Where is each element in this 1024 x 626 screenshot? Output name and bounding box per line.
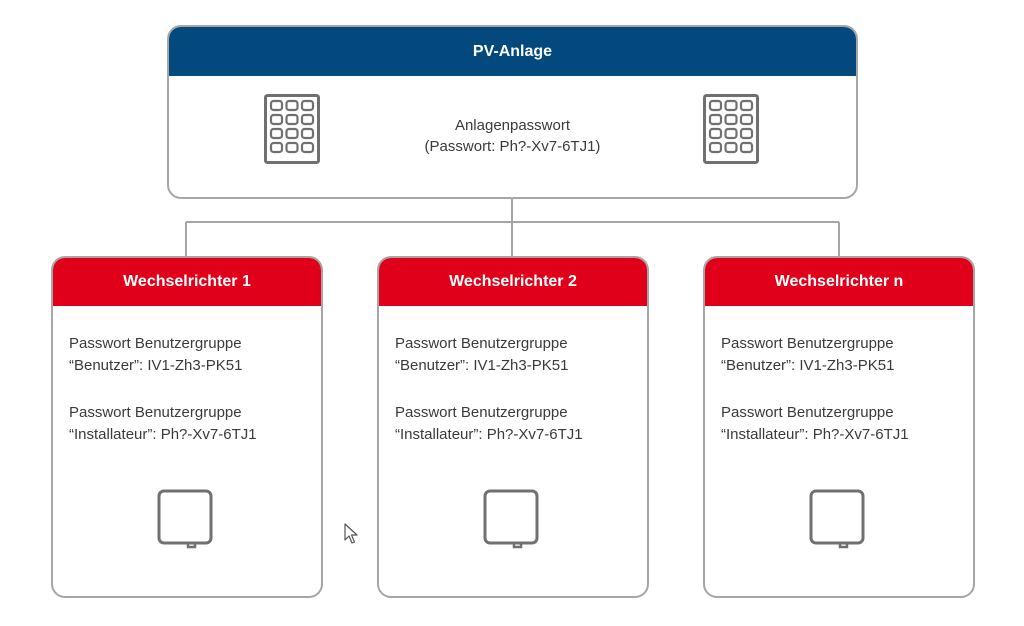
inverter-box-n: Wechselrichter n Passwort Benutzergruppe… <box>703 256 975 598</box>
system-password-value: (Passwort: Ph?-Xv7-6TJ1) <box>424 138 601 155</box>
installer-group-label: Passwort Benutzergruppe <box>721 404 894 421</box>
inverter-device-icon <box>809 489 865 549</box>
user-password-block: Passwort Benutzergruppe “Benutzer”: IV1-… <box>69 333 313 377</box>
inverter-header: Wechselrichter n <box>705 258 973 306</box>
user-group-password: “Benutzer”: IV1-Zh3-PK51 <box>69 357 243 374</box>
installer-password-block: Passwort Benutzergruppe “Installateur”: … <box>721 402 965 446</box>
user-group-password: “Benutzer”: IV1-Zh3-PK51 <box>395 357 569 374</box>
pv-system-header: PV-Anlage <box>169 27 856 76</box>
user-group-label: Passwort Benutzergruppe <box>395 335 568 352</box>
inverter-box-1: Wechselrichter 1 Passwort Benutzergruppe… <box>51 256 323 598</box>
pv-system-box: PV-Anlage Anlagenpasswort (Passwort: Ph?… <box>167 25 858 199</box>
inverter-device-icon <box>157 489 213 549</box>
user-group-label: Passwort Benutzergruppe <box>721 335 894 352</box>
user-password-block: Passwort Benutzergruppe “Benutzer”: IV1-… <box>395 333 639 377</box>
solar-panel-icon <box>703 94 759 164</box>
user-group-label: Passwort Benutzergruppe <box>69 335 242 352</box>
user-group-password: “Benutzer”: IV1-Zh3-PK51 <box>721 357 895 374</box>
installer-password-block: Passwort Benutzergruppe “Installateur”: … <box>395 402 639 446</box>
installer-group-password: “Installateur”: Ph?-Xv7-6TJ1 <box>721 426 909 443</box>
inverter-header: Wechselrichter 1 <box>53 258 321 306</box>
installer-group-label: Passwort Benutzergruppe <box>69 404 242 421</box>
solar-panel-icon <box>264 94 320 164</box>
inverter-header: Wechselrichter 2 <box>379 258 647 306</box>
installer-password-block: Passwort Benutzergruppe “Installateur”: … <box>69 402 313 446</box>
installer-group-password: “Installateur”: Ph?-Xv7-6TJ1 <box>69 426 257 443</box>
user-password-block: Passwort Benutzergruppe “Benutzer”: IV1-… <box>721 333 965 377</box>
inverter-device-icon <box>483 489 539 549</box>
inverter-box-2: Wechselrichter 2 Passwort Benutzergruppe… <box>377 256 649 598</box>
mouse-pointer-icon <box>344 523 358 544</box>
installer-group-label: Passwort Benutzergruppe <box>395 404 568 421</box>
system-password-block: Anlagenpasswort (Passwort: Ph?-Xv7-6TJ1) <box>169 115 856 157</box>
system-password-title: Anlagenpasswort <box>454 117 571 134</box>
installer-group-password: “Installateur”: Ph?-Xv7-6TJ1 <box>395 426 583 443</box>
